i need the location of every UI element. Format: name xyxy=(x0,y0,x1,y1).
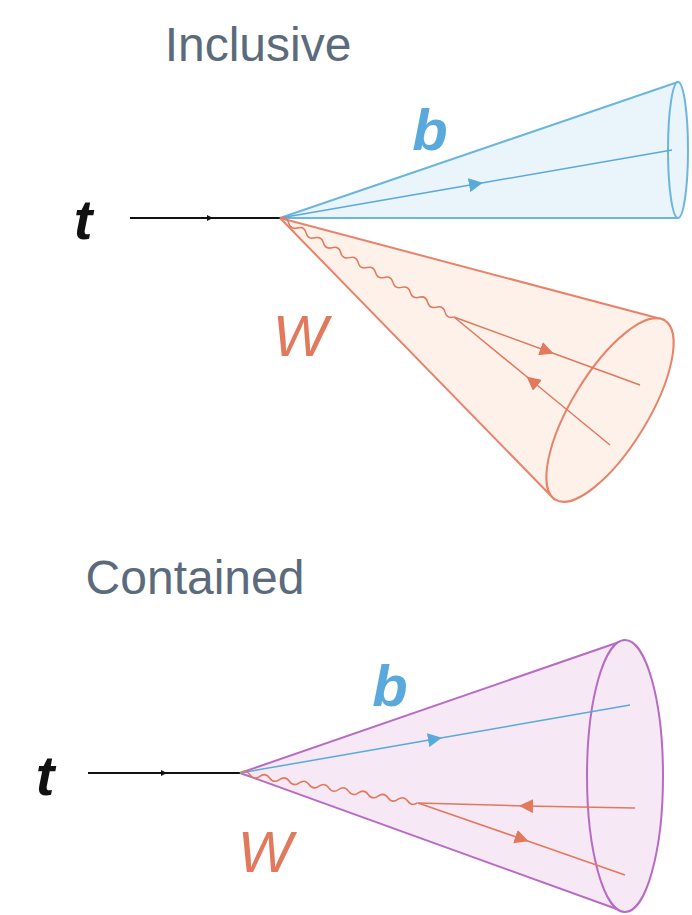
b-jet-cone-edge xyxy=(280,217,678,219)
top-quark-line xyxy=(130,217,280,219)
particle-label: b xyxy=(372,657,407,715)
particle-label: t xyxy=(36,748,55,804)
w-boson-wavy-line xyxy=(240,771,418,806)
w-daughter-antiquark-line xyxy=(454,317,610,445)
w-daughter-quark-line xyxy=(418,803,625,875)
b-jet-cone-fill xyxy=(280,82,678,218)
w-daughter-quark-line xyxy=(454,317,640,385)
w-boson-wavy-line xyxy=(279,216,455,319)
top-jet-cone-edge xyxy=(240,773,625,912)
b-quark-line xyxy=(280,150,672,218)
top-jet-cone-edge xyxy=(240,640,625,773)
top-quark-line xyxy=(88,772,240,774)
panel-heading: Contained xyxy=(86,554,305,602)
w-jet-cone-edge xyxy=(280,218,665,320)
particle-label: t xyxy=(74,192,93,248)
b-jet-cone-edge xyxy=(280,82,678,218)
w-daughter-antiquark-line xyxy=(418,803,635,808)
top-jet-cone-fill xyxy=(240,640,625,912)
top-jet-cone-mouth xyxy=(587,640,663,912)
w-jet-cone-mouth xyxy=(523,301,692,520)
particle-label: W xyxy=(273,307,328,365)
particle-label: b xyxy=(412,101,447,159)
particle-label: W xyxy=(238,823,293,881)
panel-heading: Inclusive xyxy=(165,21,352,69)
b-quark-line xyxy=(240,705,630,773)
